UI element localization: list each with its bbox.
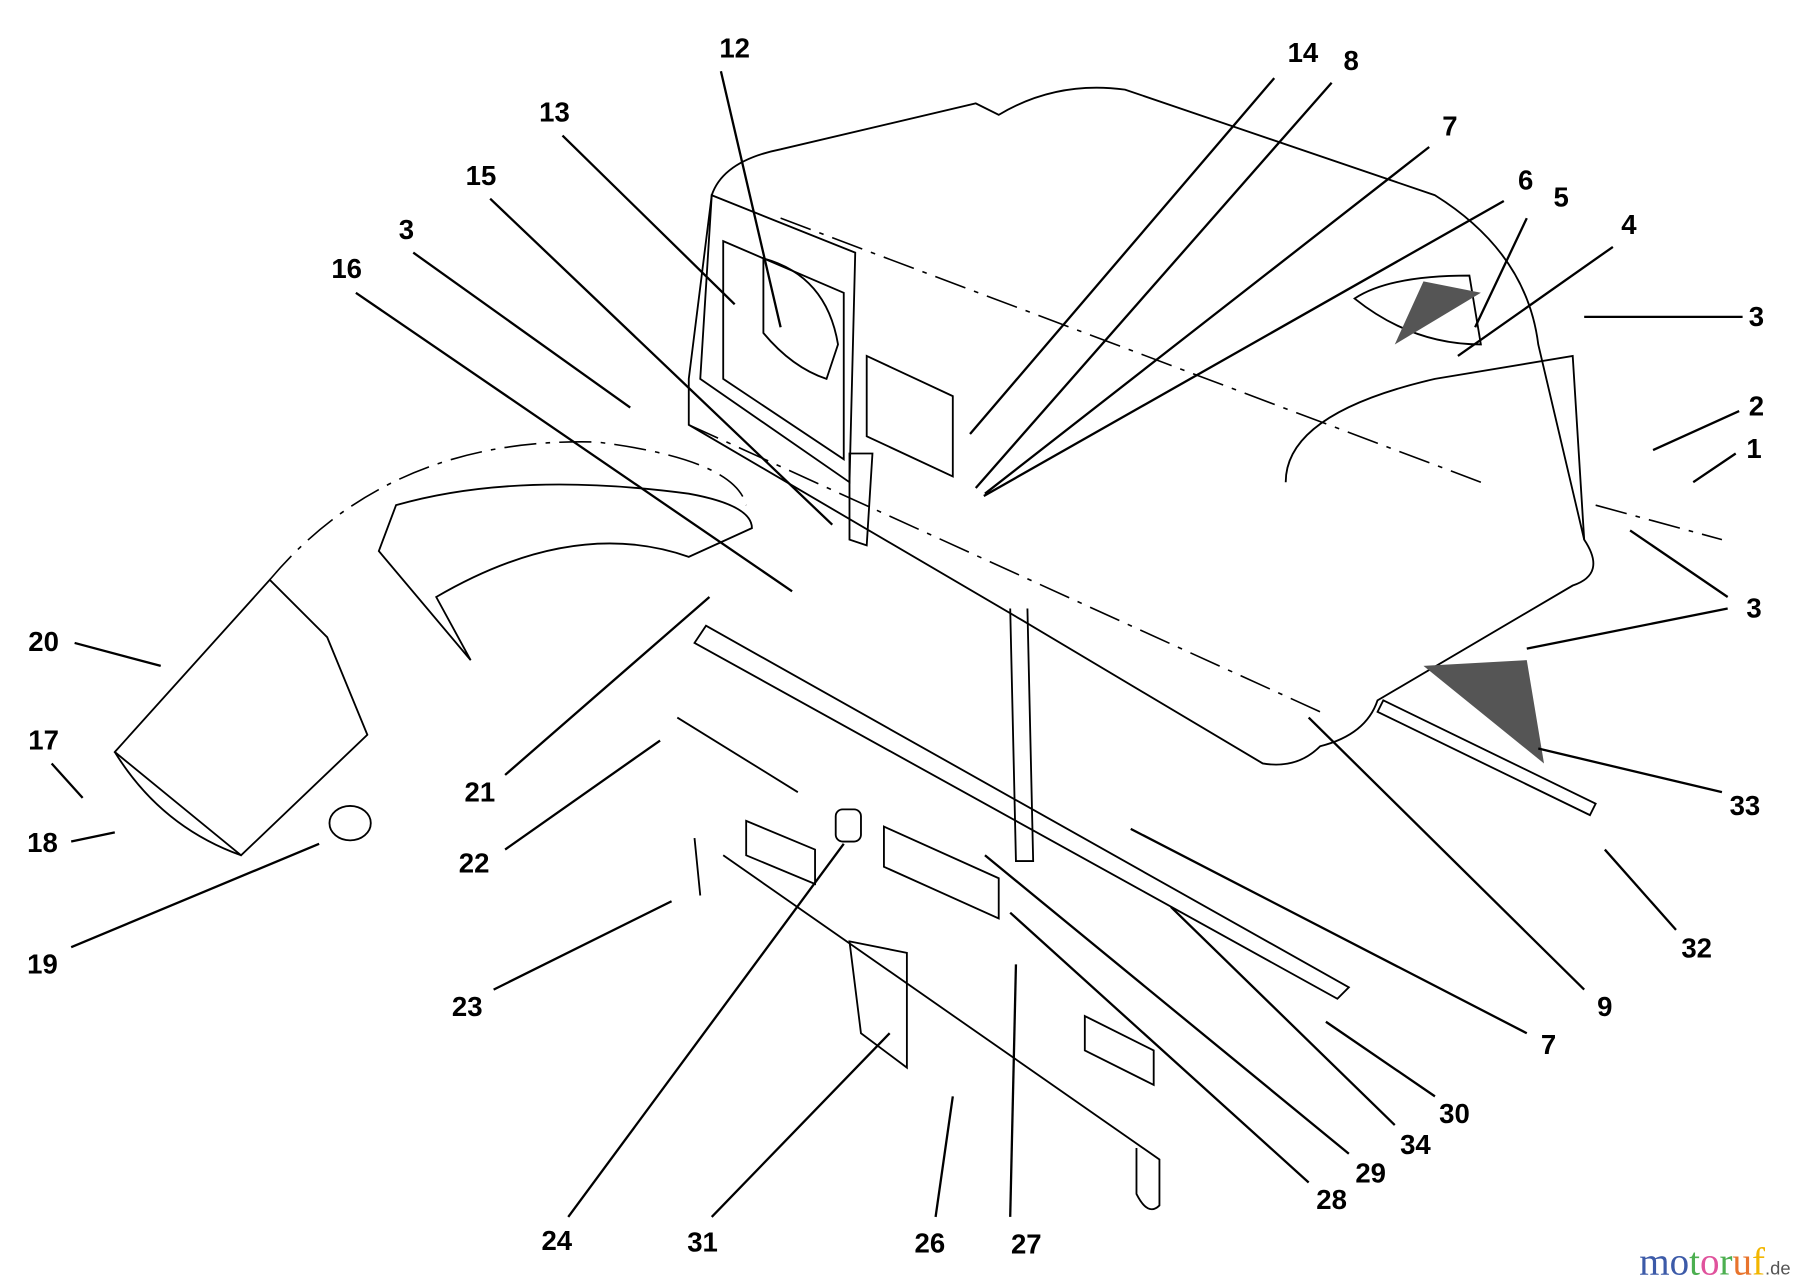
- motoruf-logo: motoruf.de: [1639, 1240, 1790, 1283]
- discharge-chute: [113, 441, 753, 857]
- callout-19: 19: [27, 949, 58, 980]
- callout-18: 18: [27, 827, 58, 858]
- callout-5: 5: [1554, 182, 1569, 213]
- callout-7: 7: [1442, 111, 1457, 142]
- callout-12: 12: [719, 32, 750, 63]
- callout-29: 29: [1355, 1157, 1386, 1188]
- callout-9: 9: [1597, 991, 1612, 1022]
- logo-letter: t: [1689, 1240, 1700, 1283]
- callout-7: 7: [1541, 1029, 1556, 1060]
- callout-26: 26: [915, 1227, 946, 1258]
- callout-30: 30: [1439, 1098, 1470, 1129]
- logo-letter: f: [1752, 1240, 1765, 1283]
- callout-31: 31: [687, 1226, 718, 1257]
- callout-6: 6: [1518, 164, 1533, 195]
- callout-2: 2: [1749, 391, 1764, 422]
- callout-1: 1: [1746, 433, 1761, 464]
- callout-23: 23: [452, 991, 483, 1022]
- logo-letter: o: [1700, 1240, 1720, 1283]
- callout-16: 16: [331, 253, 362, 284]
- logo-letter: o: [1670, 1240, 1690, 1283]
- linkage: [676, 452, 1597, 1211]
- callout-17: 17: [28, 725, 59, 756]
- logo-letter: m: [1639, 1240, 1669, 1283]
- callout-13: 13: [539, 97, 570, 128]
- callout-27: 27: [1011, 1229, 1042, 1260]
- svg-text:motoruf.de: motoruf.de: [1639, 1240, 1790, 1283]
- logo-letter: r: [1720, 1240, 1733, 1283]
- callout-3: 3: [399, 214, 414, 245]
- callout-3: 3: [1746, 593, 1761, 624]
- screen-mesh: [1394, 281, 1545, 764]
- callout-15: 15: [466, 160, 497, 191]
- callout-24: 24: [541, 1225, 572, 1256]
- callout-14: 14: [1288, 37, 1319, 68]
- callout-20: 20: [28, 626, 59, 657]
- callout-21: 21: [465, 776, 496, 807]
- callout-8: 8: [1343, 45, 1358, 76]
- callout-33: 33: [1730, 790, 1761, 821]
- leader-lines: [50, 70, 1743, 1218]
- callout-28: 28: [1316, 1184, 1347, 1215]
- callout-3: 3: [1749, 301, 1764, 332]
- callout-labels: 12 13 15 3 16 14 8 7 6 5 4 3 2 1 3 20 17…: [27, 32, 1764, 1259]
- logo-letter: u: [1733, 1240, 1753, 1283]
- callout-34: 34: [1400, 1129, 1431, 1160]
- callout-22: 22: [459, 848, 490, 879]
- logo-suffix: .de: [1765, 1257, 1791, 1278]
- callout-4: 4: [1621, 209, 1637, 240]
- callout-32: 32: [1681, 932, 1712, 963]
